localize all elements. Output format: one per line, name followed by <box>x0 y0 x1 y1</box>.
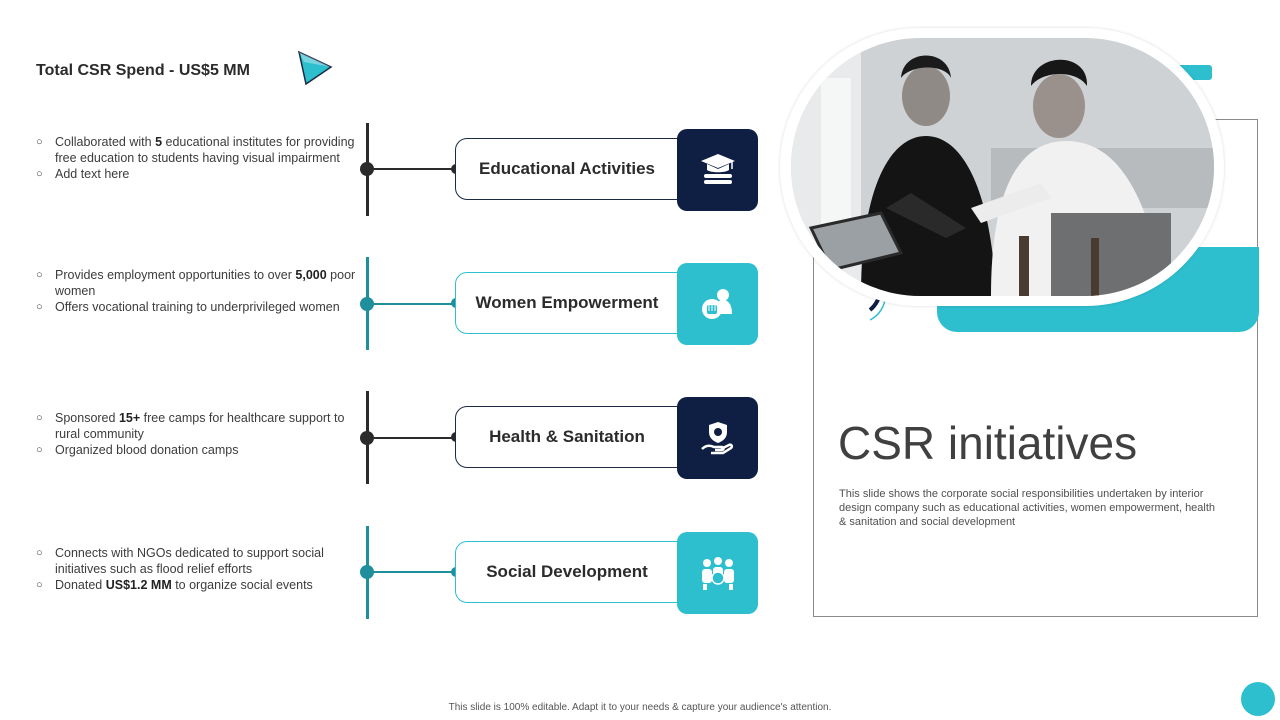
hand-shield-icon <box>700 422 733 455</box>
two-men-with-tablet-image <box>791 38 1214 296</box>
panel-description: This slide shows the corporate social re… <box>839 488 1216 528</box>
footer-note: This slide is 100% editable. Adapt it to… <box>448 702 832 713</box>
panel-title: CSR initiatives <box>838 417 1138 469</box>
list-item: ○Add text here <box>36 167 130 181</box>
connector-line <box>367 303 457 305</box>
woman-fist-icon <box>701 289 732 319</box>
icon-box-social <box>677 532 758 614</box>
list-item: ○Sponsored 15+ free camps for healthcare… <box>36 411 345 441</box>
bullet-list-education: ○Collaborated with 5 educational institu… <box>36 134 356 182</box>
connector-line <box>367 168 457 170</box>
card-label: Social Development <box>486 562 648 581</box>
play-triangle-icon <box>297 50 333 86</box>
bullet-list-women: ○Provides employment opportunities to ov… <box>36 267 356 315</box>
card-label: Women Empowerment <box>475 293 659 312</box>
list-item: ○Provides employment opportunities to ov… <box>36 268 356 298</box>
list-item: ○Donated US$1.2 MM to organize social ev… <box>36 578 313 592</box>
list-item: ○Offers vocational training to underpriv… <box>36 300 340 314</box>
corner-circle-decoration <box>1241 682 1275 716</box>
bullet-list-health: ○Sponsored 15+ free camps for healthcare… <box>36 410 356 458</box>
connector-line <box>367 437 457 439</box>
list-item: ○Collaborated with 5 educational institu… <box>36 135 355 165</box>
icon-box-women <box>677 263 758 345</box>
connector-line <box>367 571 457 573</box>
list-item: ○Connects with NGOs dedicated to support… <box>36 546 324 576</box>
bullet-list-social: ○Connects with NGOs dedicated to support… <box>36 545 356 593</box>
page-heading: Total CSR Spend - US$5 MM <box>36 62 250 79</box>
community-group-icon <box>701 557 734 590</box>
graduation-cap-books-icon <box>700 154 735 184</box>
team-photo <box>791 38 1214 296</box>
icon-box-health <box>677 397 758 479</box>
card-label: Educational Activities <box>478 159 656 178</box>
icon-box-education <box>677 129 758 211</box>
card-label: Health & Sanitation <box>489 427 645 446</box>
list-item: ○Organized blood donation camps <box>36 443 239 457</box>
